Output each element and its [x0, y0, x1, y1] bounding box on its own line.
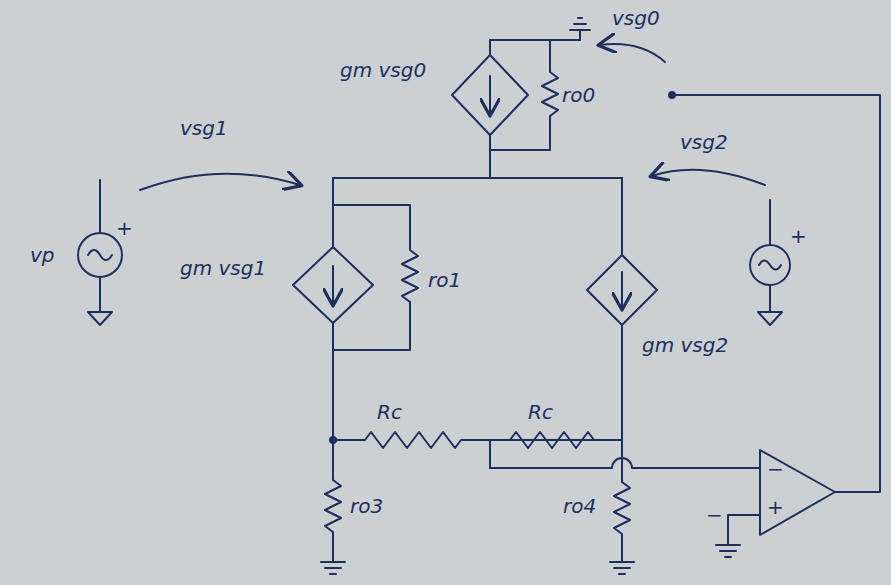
input-sign: − [767, 459, 784, 479]
polarity-sign: + [116, 218, 133, 238]
feedback-wire [672, 95, 880, 492]
current-arrow [332, 266, 334, 304]
current-source-diamond [587, 255, 657, 325]
voltage-label: vsg0 [612, 8, 660, 28]
voltage-source [652, 170, 790, 325]
transconductance-label: gm vsg0 [340, 60, 426, 80]
polarity-sign: + [790, 226, 807, 246]
transistor-m2 [587, 178, 657, 440]
sine-symbol [759, 261, 781, 270]
voltage-arrow [600, 44, 665, 62]
current-source-diamond [293, 247, 373, 323]
current-arrow [621, 272, 623, 308]
ground-symbol [758, 200, 782, 325]
voltage-arrow [140, 174, 300, 190]
wire [490, 440, 760, 468]
resistor-label: ro1 [428, 270, 461, 290]
resistor-symbol [333, 178, 418, 440]
resistor-symbol [321, 440, 345, 574]
transconductance-label: gm vsg2 [642, 335, 728, 355]
wire [621, 178, 623, 440]
sine-symbol [88, 250, 112, 260]
resistor-label: Rc [377, 402, 402, 422]
ground-symbol [88, 180, 112, 325]
wire [489, 40, 491, 178]
current-arrow [489, 76, 491, 114]
wire [333, 177, 622, 179]
resistor-symbol [610, 440, 634, 574]
transconductance-label: gm vsg1 [180, 258, 266, 278]
resistor-label: ro4 [563, 496, 596, 516]
polarity-sign: − [706, 505, 723, 525]
voltage-label: vsg2 [680, 132, 728, 152]
resistor-symbol [333, 432, 622, 448]
current-source-diamond [452, 55, 528, 135]
input-sign: + [767, 497, 784, 517]
voltage-label: vsg1 [180, 118, 228, 138]
resistor-label: ro3 [350, 496, 383, 516]
ground-symbol [570, 18, 590, 40]
transistor-m1 [293, 178, 418, 440]
voltage-arrow [652, 170, 765, 185]
resistor-label: ro0 [562, 85, 595, 105]
resistor-label: Rc [528, 402, 553, 422]
voltage-source [78, 174, 300, 325]
source-label: vp [30, 245, 55, 265]
opamp-symbol [760, 450, 835, 535]
transistor-m0 [452, 18, 675, 178]
